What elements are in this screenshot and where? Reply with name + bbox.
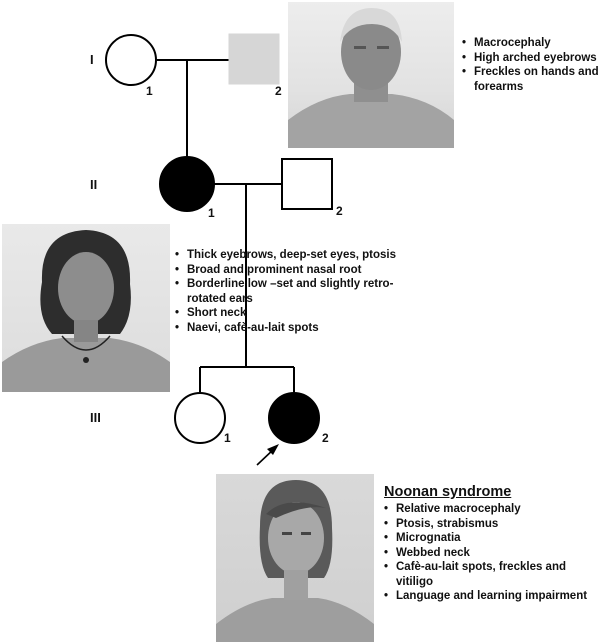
proband-photo xyxy=(216,474,374,642)
feature-item: Relative macrocephaly xyxy=(384,502,604,517)
grandfather-photo xyxy=(288,2,454,148)
individual-II2-symbol xyxy=(281,158,333,210)
syndrome-title: Noonan syndrome xyxy=(384,484,512,500)
feature-item: Ptosis, strabismus xyxy=(384,517,604,532)
mother-photo xyxy=(2,224,170,392)
individual-III1-symbol xyxy=(174,392,226,444)
individual-I2-symbol xyxy=(228,33,280,85)
feature-item: Thick eyebrows, deep-set eyes, ptosis xyxy=(175,248,415,263)
individual-II1-symbol xyxy=(159,156,215,212)
mother-feature-list: Thick eyebrows, deep-set eyes, ptosis Br… xyxy=(175,248,415,335)
generation-label-I: I xyxy=(90,52,94,67)
feature-item: Webbed neck xyxy=(384,546,604,561)
individual-number-III2: 2 xyxy=(322,431,329,445)
generation-label-III: III xyxy=(90,410,101,425)
proband-syndrome-box: Noonan syndrome Relative macrocephaly Pt… xyxy=(384,484,604,604)
individual-number-III1: 1 xyxy=(224,431,231,445)
individual-number-I1: 1 xyxy=(146,84,153,98)
feature-item: Naevi, cafè-au-lait spots xyxy=(175,321,415,336)
feature-item: Macrocephaly xyxy=(462,36,604,51)
generation-label-II: II xyxy=(90,177,98,192)
grandfather-feature-list: Macrocephaly High arched eyebrows Freckl… xyxy=(462,36,604,94)
individual-number-II2: 2 xyxy=(336,204,343,218)
feature-item: Cafè-au-lait spots, freckles and vitilig… xyxy=(384,560,604,589)
feature-item: Language and learning impairment xyxy=(384,589,604,604)
individual-I1-symbol xyxy=(105,34,157,86)
proband-arrow-head xyxy=(267,444,279,455)
individual-number-II1: 1 xyxy=(208,206,215,220)
feature-item: High arched eyebrows xyxy=(462,51,604,66)
feature-item: Micrognatia xyxy=(384,531,604,546)
proband-feature-list: Relative macrocephaly Ptosis, strabismus… xyxy=(384,502,604,604)
feature-item: Short neck xyxy=(175,306,415,321)
feature-item: Broad and prominent nasal root xyxy=(175,263,415,278)
individual-number-I2: 2 xyxy=(275,84,282,98)
individual-III2-symbol xyxy=(268,392,320,444)
feature-item: Borderline low –set and slightly retro-r… xyxy=(175,277,415,306)
feature-item: Freckles on hands and forearms xyxy=(462,65,604,94)
